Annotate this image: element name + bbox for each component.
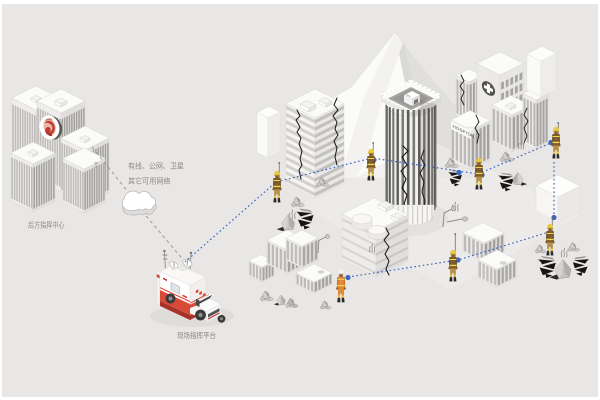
svg-text:现场指挥平台: 现场指挥平台 [177, 330, 216, 340]
svg-text:后方指挥中心: 后方指挥中心 [28, 220, 65, 230]
svg-text:其它可用网络: 其它可用网络 [128, 176, 171, 186]
svg-text:有线、公网、卫星: 有线、公网、卫星 [128, 161, 184, 171]
